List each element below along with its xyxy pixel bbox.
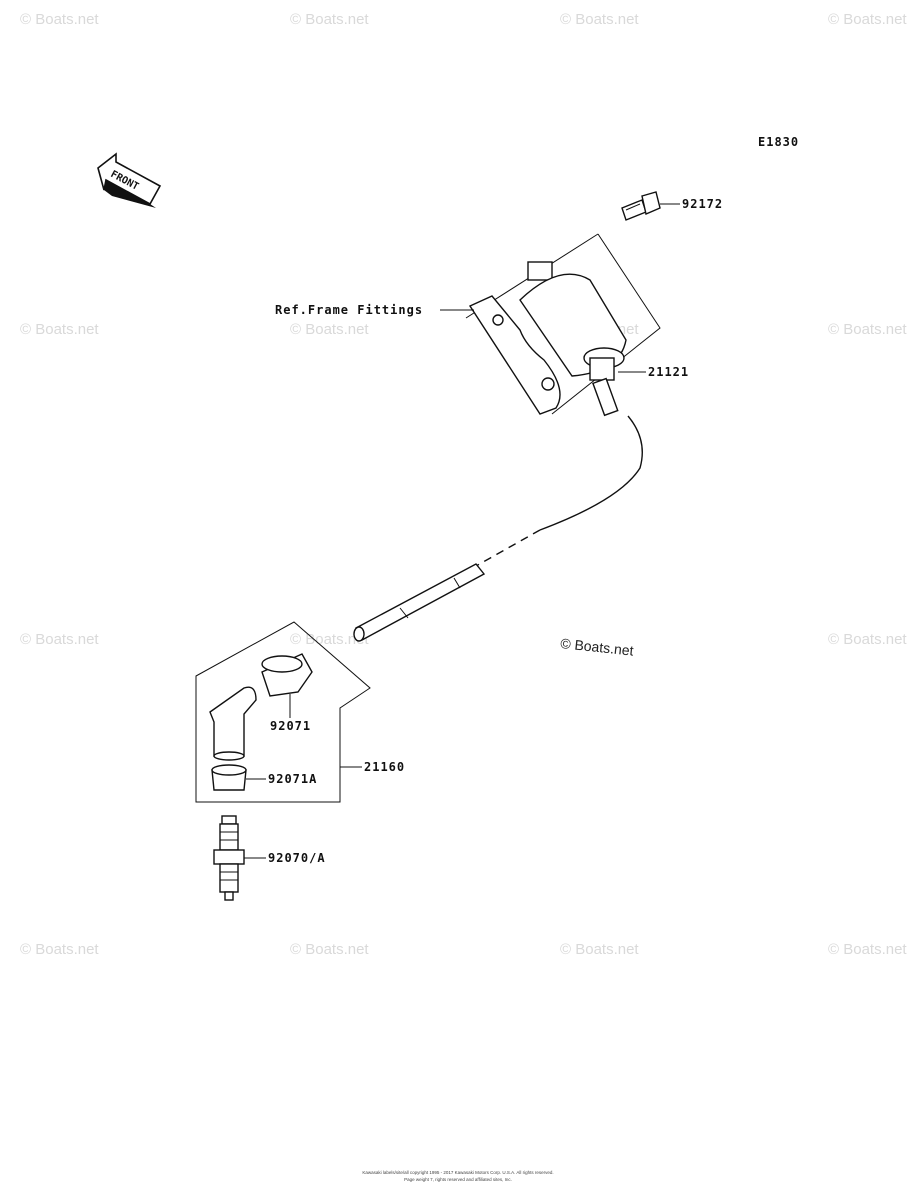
callout-bolt: 92172 bbox=[682, 197, 723, 211]
watermark: © Boats.net bbox=[290, 321, 369, 338]
ht-lead-part bbox=[353, 415, 643, 642]
watermark: © Boats.net bbox=[560, 11, 639, 28]
callout-cap-seal: 92071A bbox=[268, 772, 317, 786]
cap-assy-frame bbox=[195, 621, 371, 803]
callout-cap: 92071 bbox=[270, 719, 311, 733]
watermark: © Boats.net bbox=[20, 941, 99, 958]
watermark: © Boats.net bbox=[828, 11, 907, 28]
watermark: © Boats.net bbox=[20, 321, 99, 338]
watermark: © Boats.net bbox=[828, 941, 907, 958]
spark-plug-part bbox=[213, 815, 245, 901]
ignition-coil-part bbox=[519, 261, 627, 417]
watermark: © Boats.net bbox=[290, 941, 369, 958]
diagram-code: E1830 bbox=[758, 135, 799, 149]
plug-cap-part bbox=[209, 686, 257, 761]
watermark-layer: © Boats.net © Boats.net © Boats.net © Bo… bbox=[20, 11, 907, 958]
watermark: © Boats.net bbox=[828, 321, 907, 338]
front-arrow-icon: FRONT bbox=[97, 152, 162, 208]
watermark: © Boats.net bbox=[20, 631, 99, 648]
coil-frame bbox=[551, 233, 661, 415]
watermark-center: © Boats.net bbox=[560, 635, 635, 659]
watermark: © Boats.net bbox=[560, 941, 639, 958]
callout-spark-plug: 92070/A bbox=[268, 851, 326, 865]
watermark: © Boats.net bbox=[828, 631, 907, 648]
footer-line-2: Page weight 7, rights reserved and affil… bbox=[404, 1177, 512, 1182]
cap-seal-part bbox=[211, 764, 247, 791]
callout-cap-assy: 21160 bbox=[364, 760, 405, 774]
callout-ref-frame: Ref.Frame Fittings bbox=[275, 303, 423, 317]
cap-part bbox=[261, 653, 313, 697]
frame-bracket-part bbox=[468, 295, 561, 415]
callout-ignition-coil: 21121 bbox=[648, 365, 689, 379]
bolt-part bbox=[621, 191, 661, 221]
footer-line-1: Kawasaki labels/site/all copyright 1995 … bbox=[362, 1170, 553, 1175]
watermark: © Boats.net bbox=[290, 11, 369, 28]
watermark: © Boats.net bbox=[20, 11, 99, 28]
